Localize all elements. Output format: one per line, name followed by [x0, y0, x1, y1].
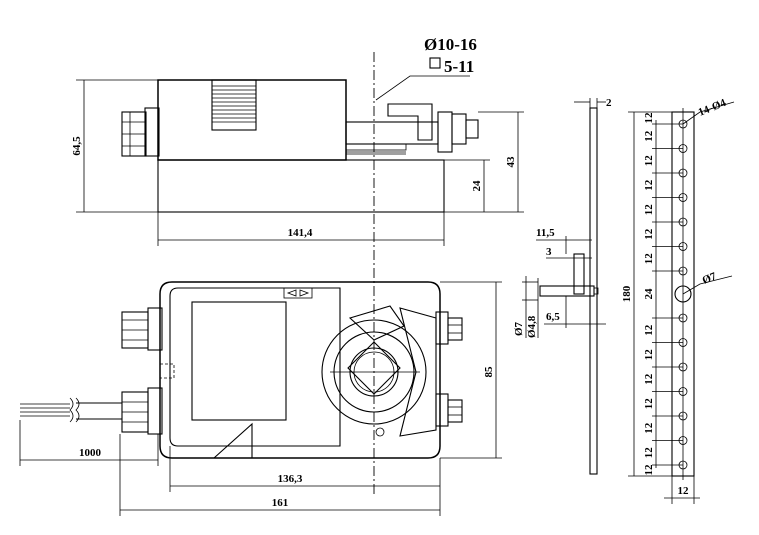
dim-bar-width: 12 [678, 485, 690, 497]
pitch-label: 12 [643, 324, 655, 336]
pitch-label: 12 [643, 447, 655, 459]
shaft-round-label: Ø10-16 [424, 35, 477, 54]
front-view-dimensions: 85 1000 136,3 161 [19, 281, 502, 516]
pitch-label: 12 [643, 228, 655, 240]
power-cable [20, 397, 122, 423]
pitch-label: 12 [643, 349, 655, 361]
side-plate-view: 2 11,5 3 6,5 Ø7 Ø4,8 [513, 97, 612, 475]
perforated-bar-view: 180 12 12 12 12 12 12 12 12 12 12 12 12 12 12 24 14-Ø… [621, 97, 735, 504]
dim-height-top: 64,5 [71, 136, 83, 156]
dim-width-top: 141,4 [288, 227, 313, 239]
shaft-size-label: Ø10-16 5-11 [375, 35, 477, 101]
cable-gland-front-upper [121, 307, 163, 351]
pitch-label: 12 [643, 253, 655, 265]
pitch-label: 12 [643, 130, 655, 142]
pitch-label: 12 [643, 112, 655, 124]
shaft-clamp-front [321, 305, 437, 437]
screw-hole [375, 427, 385, 437]
manual-release-button [212, 422, 253, 459]
front-view [20, 281, 463, 459]
bar-holes [652, 119, 688, 470]
pitch-label: 12 [643, 398, 655, 410]
pitch-label: 12 [643, 155, 655, 167]
top-view [121, 79, 479, 213]
dim-offset-b: 3 [546, 246, 552, 258]
dim-bar-center-gap: 24 [643, 288, 655, 300]
dim-bar-holes: 14-Ø4 [697, 97, 729, 119]
dim-plate-thickness: 2 [606, 97, 612, 109]
pitch-label: 12 [643, 464, 655, 476]
mounting-pin [539, 285, 595, 297]
pitch-label: 12 [643, 204, 655, 216]
shaft-square-label: 5-11 [444, 57, 474, 76]
clamp-bolts [435, 311, 463, 427]
dim-width-inner: 136,3 [278, 473, 303, 485]
actuator-housing-front [159, 281, 441, 459]
actuator-body-top [157, 79, 347, 161]
square-symbol-icon [429, 57, 441, 69]
pitch-label: 12 [643, 422, 655, 434]
dim-offset-c: 6,5 [546, 311, 560, 323]
top-view-dimensions: 64,5 141,4 43 24 [71, 79, 524, 246]
pitch-labels: 12 12 12 12 12 12 12 12 12 12 12 12 12 12 [643, 112, 655, 476]
dim-width-total: 161 [272, 497, 289, 509]
dim-pin-diameter-small: Ø4,8 [526, 315, 538, 338]
ribbed-knob [211, 79, 257, 131]
dim-pin-diameter: Ø7 [513, 321, 525, 336]
pitch-label: 12 [643, 373, 655, 385]
dim-bar-center-hole: Ø7 [701, 270, 719, 287]
mounting-plate-side [589, 107, 598, 475]
front-cover-panel [191, 301, 287, 421]
actuator-lower-body [157, 159, 445, 213]
cable-gland-front-lower [121, 387, 163, 435]
dim-height-lower: 24 [471, 180, 483, 192]
dim-offset-a: 11,5 [536, 227, 555, 239]
dim-height-front: 85 [483, 366, 495, 378]
pitch-label: 12 [643, 179, 655, 191]
dim-cable-length: 1000 [79, 447, 102, 459]
direction-arrows-icon [283, 287, 313, 299]
hidden-detail [159, 363, 175, 379]
shaft-clamp-top [345, 103, 479, 155]
dim-height-clamp: 43 [505, 156, 517, 168]
dim-bar-length: 180 [621, 285, 633, 302]
cable-gland-top [121, 107, 160, 157]
